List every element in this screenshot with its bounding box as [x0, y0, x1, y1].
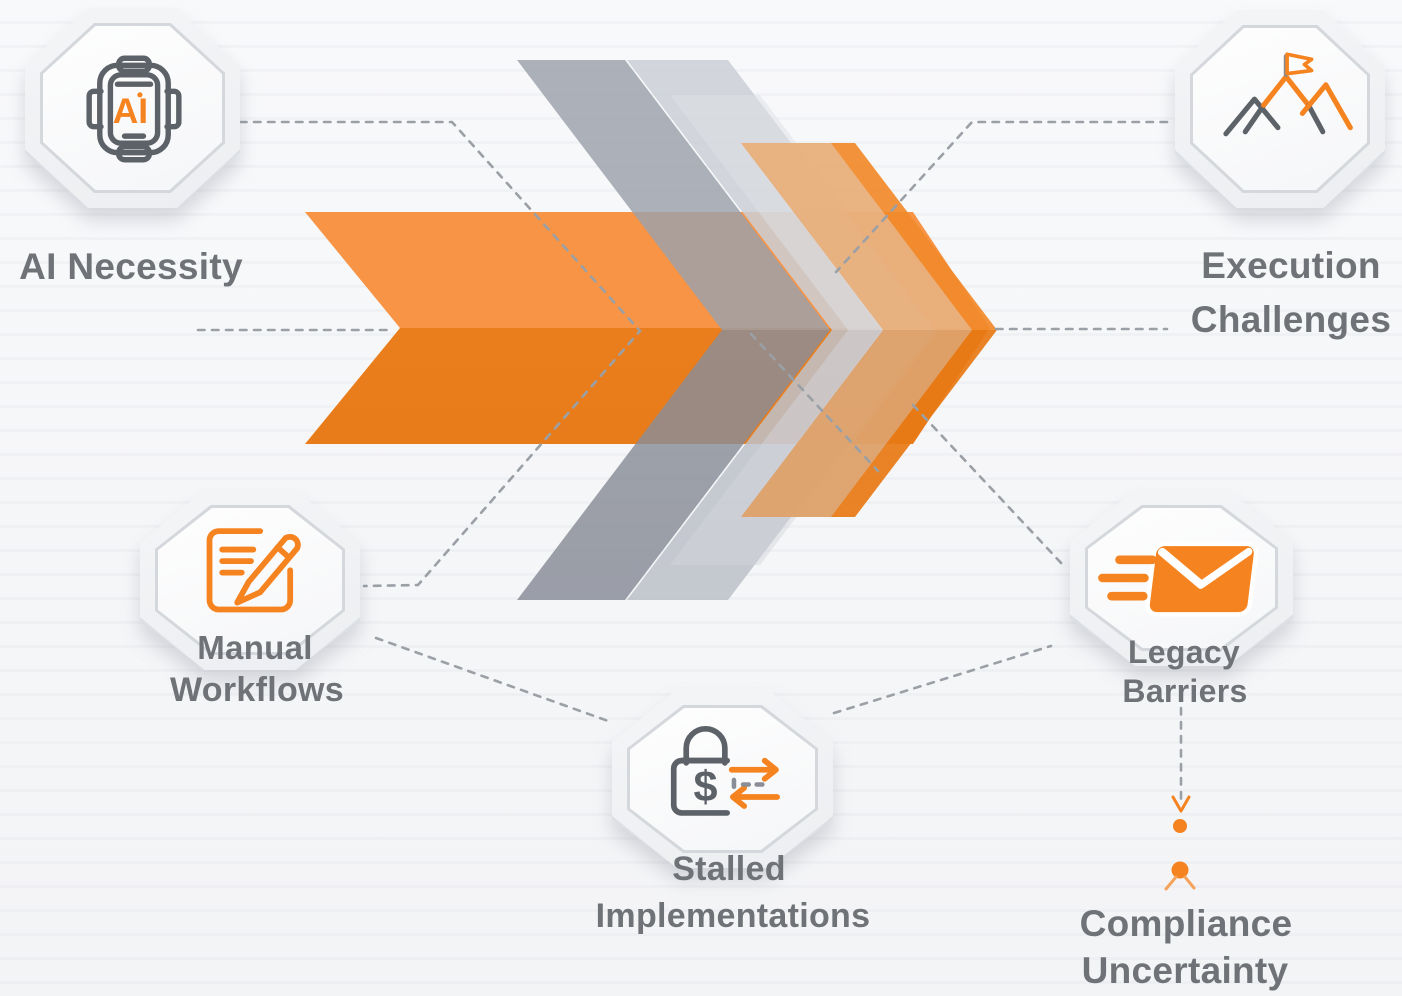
octagon-face — [630, 708, 815, 850]
node-legacy-barriers-badge — [1070, 490, 1293, 666]
speed-lines — [1098, 555, 1157, 601]
label-uncertainty: Uncertainty — [1081, 950, 1289, 991]
node-stalled-implementations-badge: $ — [612, 690, 833, 868]
node-execution-challenges-badge — [1175, 10, 1385, 208]
label-challenges: Challenges — [1190, 299, 1392, 340]
label-manual: Manual — [197, 629, 313, 666]
ai-chip-mark — [137, 92, 143, 98]
label-workflows: Workflows — [170, 671, 344, 709]
document-pencil-icon — [206, 528, 301, 613]
label-ai-necessity: AI Necessity — [19, 246, 243, 287]
label-barriers: Barriers — [1122, 673, 1248, 709]
label-legacy: Legacy — [1127, 634, 1241, 670]
label-compliance: Compliance — [1079, 903, 1293, 944]
ai-chip-icon: AI — [86, 55, 182, 163]
octagon-face — [43, 26, 222, 190]
lock-currency-text: $ — [694, 764, 718, 812]
label-implementations: Implementations — [595, 897, 871, 935]
speeding-envelope-icon — [1098, 541, 1259, 617]
ai-chip-text: AI — [113, 92, 148, 131]
label-execution: Execution — [1201, 245, 1381, 286]
envelope-body — [1145, 541, 1259, 617]
node-ai-necessity-badge: AI — [25, 8, 240, 208]
lock-dollar-transfer-icon: $ — [670, 726, 780, 816]
label-stalled: Stalled — [672, 850, 786, 888]
mountain-flag-icon — [1223, 52, 1353, 137]
